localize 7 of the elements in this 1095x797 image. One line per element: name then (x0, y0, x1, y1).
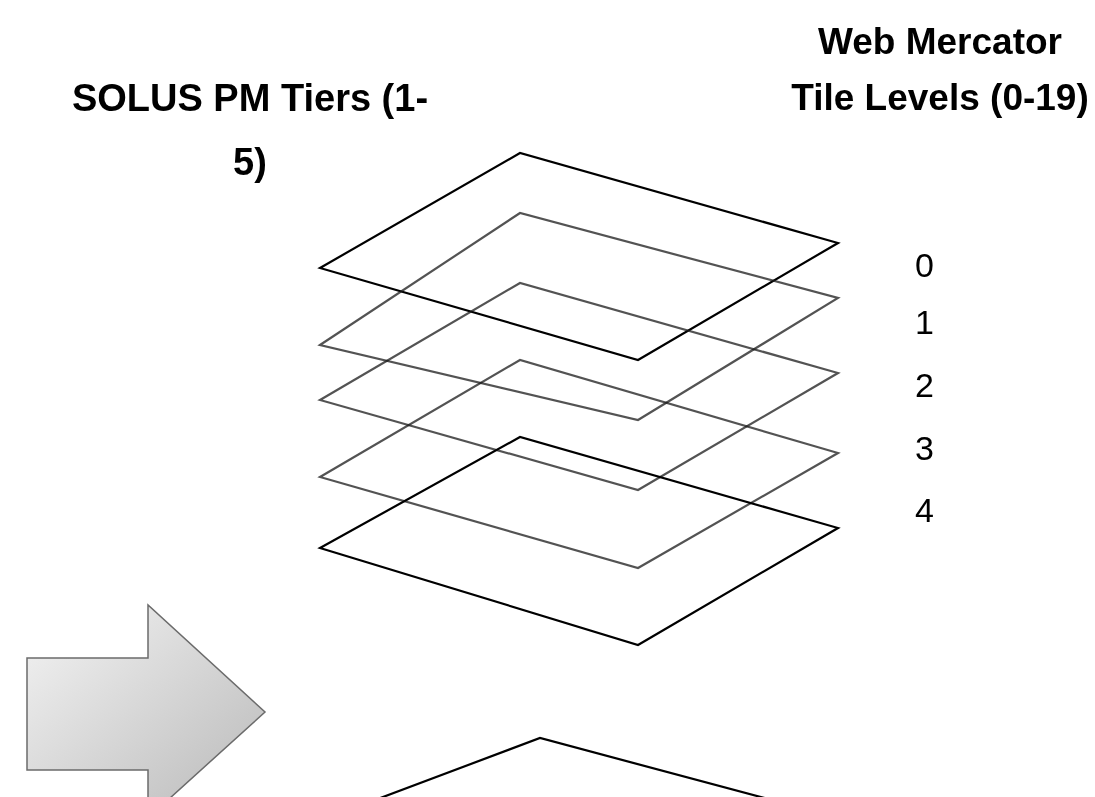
level-number: 3 (915, 428, 934, 468)
level-number: 2 (915, 365, 934, 405)
level-number: 4 (915, 490, 934, 530)
level-number: 1 (915, 302, 934, 342)
tier-heading: SOLUS PM Tiers (1-5) (70, 76, 430, 185)
tile-level-heading: Web Mercator Tile Levels (0-19) (790, 20, 1090, 120)
level-number: 0 (915, 245, 934, 285)
